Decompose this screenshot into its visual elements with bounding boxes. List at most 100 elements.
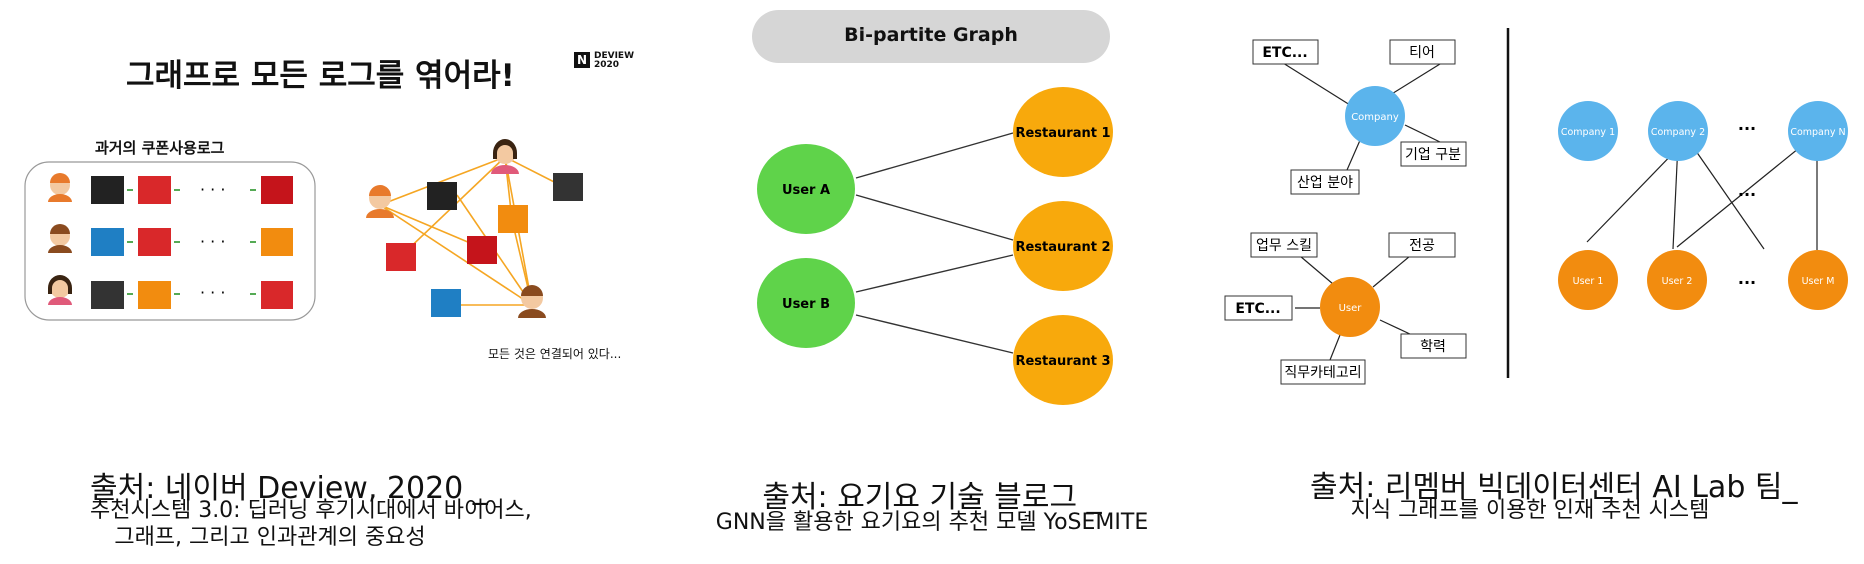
attr-label: 산업 분야 — [1297, 175, 1353, 191]
caption-2-main: 출처: 요기요 기술 블로그 _ — [762, 480, 1102, 515]
coupon-thumb — [498, 205, 528, 233]
panel-bipartite: Bi-partite Graph User A User B Restauran… — [740, 0, 1140, 420]
attr-label: 전공 — [1409, 238, 1435, 254]
attr-label: 학력 — [1420, 339, 1446, 355]
company-node — [1788, 101, 1848, 161]
logo-text: DEVIEW 2020 — [594, 51, 635, 70]
slide-title: 그래프로 모든 로그를 엮어라! — [126, 58, 515, 94]
coupon-thumb — [431, 289, 461, 317]
restaurant-label: Restaurant 2 — [1015, 240, 1110, 255]
graph-person-nodes — [366, 139, 546, 318]
dots-middle: ... — [1738, 181, 1756, 200]
caption-3-sub: 지식 그래프를 이용한 인재 추천 시스템 — [1350, 498, 1710, 523]
company-node — [1648, 101, 1708, 161]
caption-2-sub: GNN을 활용한 요기요의 추천 모델 YoSEMITE — [715, 510, 1149, 535]
company-label: Company 2 — [1651, 127, 1705, 138]
person-icon — [366, 185, 394, 218]
coupon-thumb — [91, 176, 124, 204]
caption-1-sub2: 그래프, 그리고 인과관계의 중요성 — [114, 525, 426, 550]
person-icon — [48, 275, 72, 305]
knowledge-graph-svg: Company ETC... 티어 기업 구분 산업 분야 User 업무 스킬… — [1224, 28, 1848, 385]
restaurant-label: Restaurant 1 — [1015, 126, 1110, 141]
company-node — [1558, 101, 1618, 161]
panel-deview: 그래프로 모든 로그를 엮어라! N DEVIEW 2020 과거의 쿠폰사용로… — [0, 0, 650, 400]
panel-knowledge-graph: Company ETC... 티어 기업 구분 산업 분야 User 업무 스킬… — [1215, 0, 1864, 400]
attr-label: 티어 — [1409, 45, 1435, 61]
graph-coupon-nodes — [386, 173, 583, 317]
user-node — [1788, 250, 1848, 310]
user-node — [1647, 250, 1707, 310]
history-box — [24, 161, 316, 321]
user-label: User B — [782, 297, 830, 312]
coupon-thumb — [261, 281, 293, 309]
history-label: 과거의 쿠폰사용로그 — [95, 139, 225, 157]
coupon-thumb — [138, 281, 171, 309]
coupon-thumb — [261, 228, 293, 256]
caption-1-sub1: 추천시스템 3.0: 딥러닝 후기시대에서 바이어스, — [90, 498, 532, 523]
coupon-thumb — [553, 173, 583, 201]
attr-box — [1250, 232, 1318, 258]
attr-box — [1400, 141, 1467, 167]
attr-box — [1400, 333, 1467, 359]
user-node — [757, 144, 855, 234]
company-label: Company 1 — [1561, 127, 1615, 138]
naver-n-icon: N — [574, 52, 590, 68]
attr-label: 업무 스킬 — [1256, 238, 1312, 254]
attr-label: ETC... — [1262, 45, 1307, 61]
user-label: User 1 — [1573, 276, 1604, 287]
user-node — [757, 258, 855, 348]
attr-box — [1389, 39, 1456, 65]
user-center-label: User — [1339, 303, 1363, 314]
user-center-node — [1320, 277, 1380, 337]
graph-header — [752, 10, 1110, 63]
attr-box — [1252, 39, 1319, 65]
restaurant-node — [1013, 315, 1113, 405]
dots-top: ... — [1738, 115, 1756, 134]
ellipsis: · · · — [200, 180, 225, 199]
log-row-1: · · · — [48, 173, 293, 204]
coupon-thumb — [467, 236, 497, 264]
attr-label: ETC... — [1235, 301, 1280, 317]
log-row-2: · · · — [48, 224, 293, 256]
attr-box — [1224, 295, 1293, 321]
coupon-thumb — [386, 243, 416, 271]
user-label: User A — [782, 183, 830, 198]
coupon-thumb — [261, 176, 293, 204]
coupon-thumb — [427, 182, 457, 210]
bipartite-svg: User A User B Restaurant 1 Restaurant 2 … — [757, 87, 1113, 405]
caption-3-main: 출처: 리멤버 빅데이터센터 AI Lab 팀_ — [1310, 470, 1798, 505]
restaurant-node — [1013, 201, 1113, 291]
user-label: User M — [1802, 276, 1835, 287]
restaurant-node — [1013, 87, 1113, 177]
attr-box — [1388, 232, 1456, 258]
edges — [855, 132, 1014, 354]
caption-1-main: 출처: 네이버 Deview, 2020 _ — [90, 471, 488, 506]
person-icon — [48, 224, 72, 253]
ellipsis: · · · — [200, 232, 225, 251]
connection-edges — [379, 156, 567, 306]
attr-label: 기업 구분 — [1405, 147, 1461, 163]
attr-box — [1280, 359, 1366, 385]
ellipsis: · · · — [200, 283, 225, 302]
company-center-node — [1345, 86, 1405, 146]
user-label: User 2 — [1662, 276, 1693, 287]
coupon-thumb — [91, 228, 124, 256]
person-icon — [518, 285, 546, 318]
graph-header-text: Bi-partite Graph — [844, 24, 1018, 46]
person-icon — [491, 139, 519, 174]
attr-box — [1290, 169, 1360, 195]
log-row-3: · · · — [48, 275, 293, 309]
bipartite-edges — [1586, 139, 1818, 250]
person-icon — [48, 173, 72, 202]
coupon-thumb — [138, 228, 171, 256]
dots-bottom: ... — [1738, 269, 1756, 288]
attr-label: 직무카테고리 — [1284, 365, 1361, 381]
user-node — [1558, 250, 1618, 310]
connected-label: 모든 것은 연결되어 있다... — [488, 347, 622, 361]
company-edges — [1282, 62, 1441, 171]
coupon-thumb — [138, 176, 171, 204]
coupon-thumb — [91, 281, 124, 309]
company-label: Company N — [1790, 127, 1845, 138]
coupon-graph: · · · · · · · · · — [24, 139, 583, 321]
user-edges — [1295, 255, 1413, 361]
